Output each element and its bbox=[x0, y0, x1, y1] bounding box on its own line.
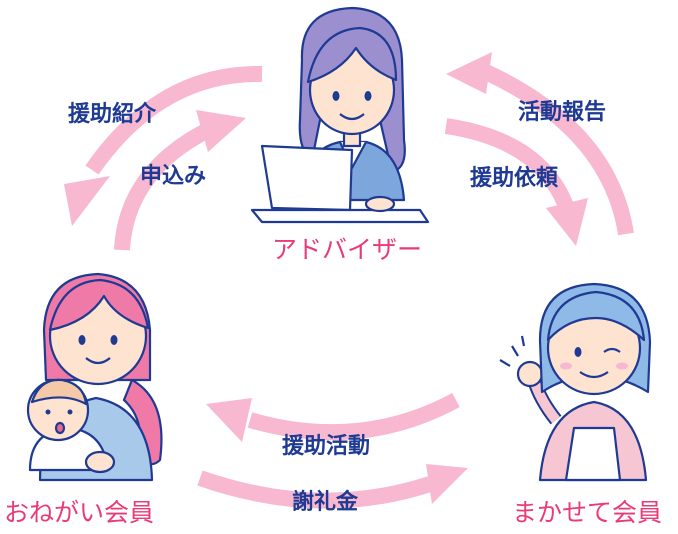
arrow-activity-report-head bbox=[446, 52, 492, 94]
arrow-fee bbox=[197, 470, 433, 509]
label-application: 申込み bbox=[140, 164, 207, 189]
role-requester: おねがい会員 bbox=[4, 498, 155, 527]
requester-illustration bbox=[26, 272, 163, 482]
arrow-application-head bbox=[196, 110, 246, 152]
role-advisor: アドバイザー bbox=[272, 235, 423, 264]
arrow-application bbox=[114, 122, 212, 251]
arrow-support-activity-head bbox=[206, 398, 252, 442]
advisor-illustration bbox=[250, 6, 430, 224]
label-activity-report: 活動報告 bbox=[518, 100, 607, 125]
arrow-introduction bbox=[85, 65, 263, 175]
arrow-request bbox=[444, 118, 574, 210]
arrow-support-activity bbox=[247, 392, 460, 441]
arrow-activity-report bbox=[482, 64, 634, 236]
arrow-introduction-head bbox=[64, 176, 110, 226]
label-introduction: 援助紹介 bbox=[68, 102, 157, 127]
label-request: 援助依頼 bbox=[470, 166, 559, 191]
arrows bbox=[64, 52, 634, 509]
arrow-request-head bbox=[546, 198, 588, 246]
label-support-activity: 援助活動 bbox=[282, 434, 371, 459]
arrow-fee-head bbox=[426, 464, 468, 504]
label-fee: 謝礼金 bbox=[292, 490, 359, 515]
role-provider: まかせて会員 bbox=[512, 498, 663, 527]
provider-illustration bbox=[499, 282, 652, 482]
